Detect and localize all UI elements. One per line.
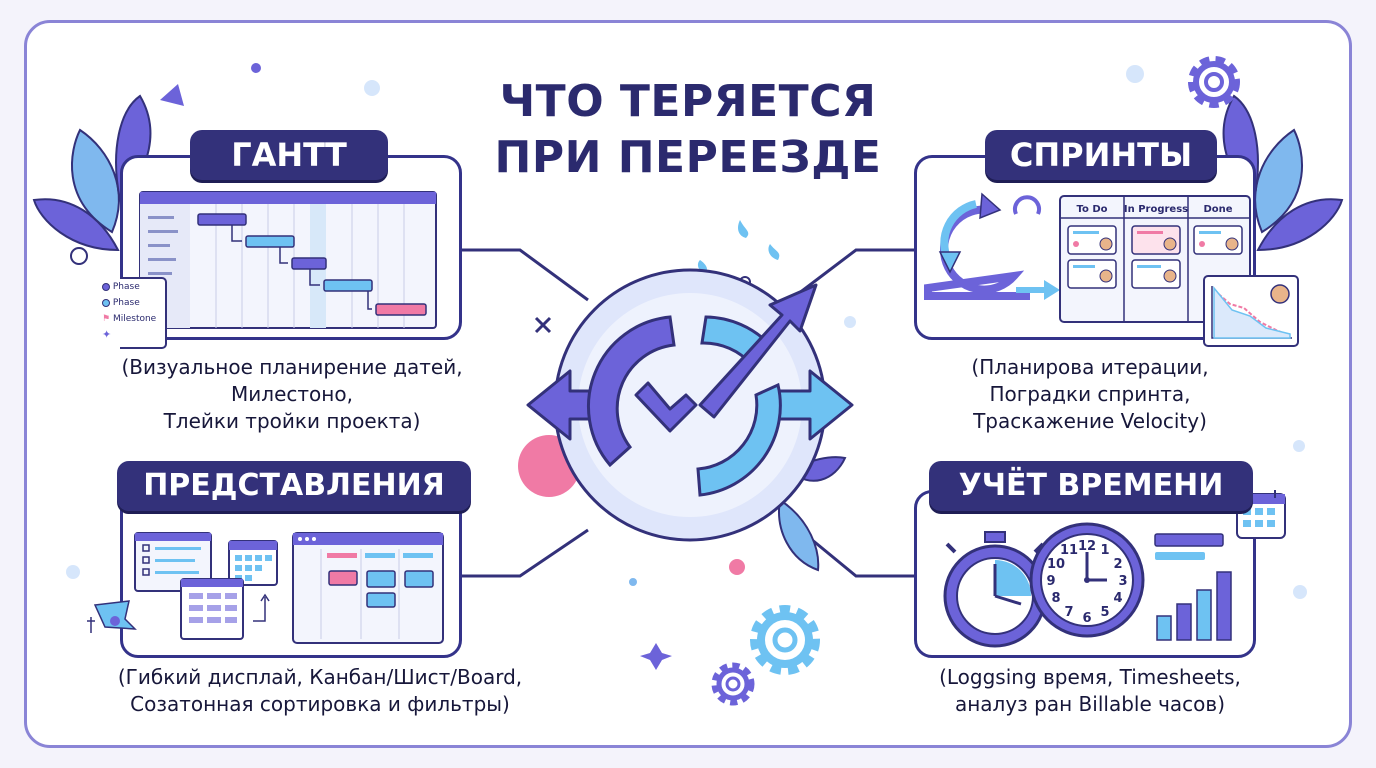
checkmark-icon xyxy=(634,381,698,433)
description-line: Созатонная сортировка и фильтры) xyxy=(130,692,510,716)
sprint-board-illustration: To Do In Progress Done xyxy=(924,192,1299,347)
description-line: (Визуальное планирение датей, xyxy=(121,355,463,379)
gantt-chart-illustration xyxy=(120,191,437,349)
description-line: Тлейки тройки проекта) xyxy=(163,409,421,433)
description-line: Поградки спринта, xyxy=(989,382,1191,406)
time-tracking-description: (Loggsing время, Timesheets, аналуз ран … xyxy=(890,664,1290,718)
flag-icon: ⚑ xyxy=(102,314,111,324)
views-description: (Гибкий дисплай, Канбан/Шист/Board, Соза… xyxy=(80,664,560,718)
legend-label: Milestone xyxy=(112,314,157,324)
description-line: (Loggsing время, Timesheets, xyxy=(939,665,1241,689)
growth-arrow-icon xyxy=(698,283,818,419)
cycle-arrows-icon xyxy=(924,192,1060,300)
clock-number: 2 xyxy=(1113,557,1122,572)
legend-label: Phase xyxy=(112,298,140,308)
views-label: ПРЕДСТАВЛЕНИЯ xyxy=(117,461,471,511)
connector-gantt xyxy=(462,248,589,302)
legend-item: Phase xyxy=(102,298,140,308)
description-line: Траскажение Velocity) xyxy=(973,409,1207,433)
sprints-label: СПРИНТЫ xyxy=(985,130,1217,180)
gantt-label: ГАНТТ xyxy=(190,130,388,180)
gear-icon xyxy=(711,662,755,706)
clock-number: 11 xyxy=(1060,543,1078,558)
time-tracking-label: УЧЁТ ВРЕМЕНИ xyxy=(929,461,1253,511)
page-title: ЧТО ТЕРЯЕТСЯ ПРИ ПЕРЕЕЗДЕ xyxy=(470,74,906,186)
calendar-icon xyxy=(1236,490,1286,539)
clock-icon: 12 1 2 3 4 5 6 7 8 9 10 11 xyxy=(1029,522,1145,638)
clock-number: 5 xyxy=(1100,605,1109,620)
filter-icon xyxy=(87,600,137,633)
time-tracking-illustration: 12 1 2 3 4 5 6 7 8 9 10 11 xyxy=(943,490,1286,648)
clock-number: 9 xyxy=(1046,574,1055,589)
clock-number: 7 xyxy=(1064,605,1073,620)
clock-number: 6 xyxy=(1082,611,1091,626)
column-header: Done xyxy=(1203,204,1232,215)
description-line: Милестоно, xyxy=(231,382,353,406)
stopwatch-icon xyxy=(943,531,1047,648)
center-emblem xyxy=(526,268,854,542)
title-line-1: ЧТО ТЕРЯЕТСЯ xyxy=(499,76,877,127)
column-header: In Progress xyxy=(1124,204,1188,215)
description-line: (Планирова итерации, xyxy=(971,355,1209,379)
clock-number: 8 xyxy=(1051,591,1060,606)
connector-views xyxy=(462,528,589,578)
legend-item: ⚑ Milestone xyxy=(102,314,156,324)
column-header: To Do xyxy=(1076,204,1107,215)
legend-label: Phase xyxy=(112,282,140,292)
gantt-description: (Визуальное планирение датей, Милестоно,… xyxy=(100,354,484,435)
views-illustration xyxy=(87,532,444,644)
gantt-legend: Phase Phase ⚑ Milestone ✦ xyxy=(96,278,166,348)
calendar-icon xyxy=(228,540,278,586)
title-line-2: ПРИ ПЕРЕЕЗДЕ xyxy=(494,132,882,183)
legend-item: Phase xyxy=(102,282,140,292)
clock-number: 4 xyxy=(1113,591,1122,606)
gear-icon xyxy=(750,605,820,675)
sparkle-icon: ✦ xyxy=(102,328,112,341)
clock-number: 10 xyxy=(1047,557,1065,572)
cycle-arrows-icon xyxy=(586,315,676,468)
connector-sprints xyxy=(789,248,914,302)
connector-time xyxy=(799,528,914,578)
description-line: аналуз ран Billable часов) xyxy=(954,692,1226,716)
sprints-description: (Планирова итерации, Поградки спринта, Т… xyxy=(900,354,1280,435)
description-line: (Гибкий дисплай, Канбан/Шист/Board, xyxy=(117,665,523,689)
clock-number: 3 xyxy=(1118,574,1127,589)
gear-icon xyxy=(1188,56,1240,108)
clock-number: 1 xyxy=(1100,543,1109,558)
clock-number: 12 xyxy=(1078,539,1096,554)
